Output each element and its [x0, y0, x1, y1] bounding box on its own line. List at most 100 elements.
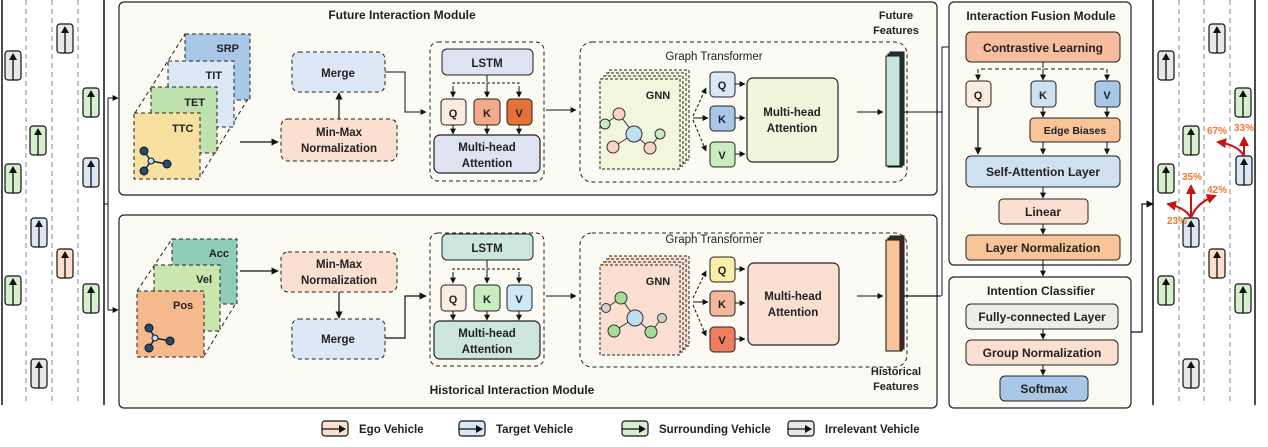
- svg-text:Q: Q: [449, 294, 458, 306]
- svg-text:LSTM: LSTM: [471, 58, 502, 70]
- historical-gnn-stack: GNN: [599, 255, 690, 356]
- svg-text:Q: Q: [449, 108, 458, 120]
- target2-intention-arrows: 67% 33%: [1207, 123, 1254, 157]
- svg-text:Vel: Vel: [196, 274, 212, 286]
- left-arrow: [1166, 200, 1192, 219]
- group-normalization: [965, 339, 1119, 366]
- softmax: [999, 375, 1089, 402]
- svg-text:Linear: Linear: [1025, 205, 1061, 219]
- irrelevant-vehicle-icon: [56, 23, 74, 54]
- svg-text:SRP: SRP: [216, 43, 239, 55]
- irrelevant-vehicle-icon: [1208, 23, 1226, 54]
- svg-text:Merge: Merge: [321, 68, 355, 80]
- future-interaction-module: Future Interaction Module SRP TIT TET TT…: [118, 1, 940, 196]
- svg-text:V: V: [515, 294, 523, 306]
- legend-label: Ego Vehicle: [359, 424, 424, 436]
- svg-text:23%: 23%: [1167, 216, 1187, 227]
- graph-node-icon: [144, 323, 175, 353]
- legend: Ego Vehicle Target Vehicle Surrounding Veh…: [321, 420, 920, 437]
- future-features-tensor: [885, 51, 905, 168]
- svg-text:K: K: [1039, 90, 1047, 102]
- future-gt-mha: [746, 77, 839, 163]
- svg-text:Interaction Fusion Module: Interaction Fusion Module: [966, 9, 1116, 23]
- legend-label: Irrelevant Vehicle: [825, 424, 920, 436]
- svg-text:Graph Transformer: Graph Transformer: [665, 51, 762, 63]
- edge-biases: [1029, 117, 1121, 143]
- svg-text:Self-Attention Layer: Self-Attention Layer: [986, 165, 1100, 179]
- svg-text:Q: Q: [974, 90, 983, 102]
- svg-text:Edge Biases: Edge Biases: [1044, 125, 1107, 137]
- svg-text:Acc: Acc: [209, 248, 229, 260]
- svg-text:Q: Q: [718, 80, 727, 92]
- historical-minmax-normalization: [280, 251, 398, 293]
- legend-item-target: Target Vehicle: [458, 420, 573, 437]
- future-gnn-stack: GNN: [599, 69, 690, 170]
- legend-item-irrelevant: Irrelevant Vehicle: [787, 420, 920, 437]
- future-merge: [291, 51, 386, 93]
- surrounding-vehicle-icon: [1182, 125, 1200, 156]
- historical-feature-stack: Acc Vel Pos: [136, 238, 238, 358]
- legend-item-surrounding: Surrounding Vehicle: [621, 420, 771, 437]
- svg-text:42%: 42%: [1207, 185, 1227, 196]
- svg-text:Graph Transformer: Graph Transformer: [665, 234, 762, 246]
- irrelevant-vehicle-icon: [4, 50, 22, 81]
- input-connector: [104, 95, 119, 313]
- svg-text:Intention Classifier: Intention Classifier: [987, 284, 1095, 298]
- svg-text:Layer Normalization: Layer Normalization: [986, 241, 1101, 255]
- legend-label: Target Vehicle: [496, 424, 573, 436]
- svg-text:GNN: GNN: [646, 90, 671, 102]
- surrounding-vehicle-icon: [1157, 163, 1175, 194]
- legend-label: Surrounding Vehicle: [659, 424, 771, 436]
- historical-lstm-attention-block: [429, 232, 545, 367]
- future-lstm-mha: [433, 134, 541, 174]
- svg-text:Contrastive Learning: Contrastive Learning: [983, 41, 1103, 55]
- svg-text:V: V: [718, 335, 726, 347]
- output-connector: [1131, 200, 1154, 333]
- svg-text:K: K: [718, 114, 726, 126]
- svg-text:K: K: [483, 294, 491, 306]
- irrelevant-vehicle-icon: [30, 358, 48, 389]
- right-road-scene: 23% 35% 42% 67% 33%: [1152, 0, 1256, 405]
- svg-text:GNN: GNN: [646, 276, 671, 288]
- interaction-fusion-module: Interaction Fusion Module Contrastive Le…: [948, 1, 1132, 266]
- historical-interaction-module: Historical Interaction Module Acc Vel Po…: [118, 214, 941, 409]
- historical-graph-transformer: [579, 232, 908, 368]
- svg-text:Pos: Pos: [173, 300, 193, 312]
- graph-node-icon: [139, 146, 172, 176]
- svg-text:K: K: [483, 108, 491, 120]
- surrounding-vehicle-icon: [82, 87, 100, 118]
- surrounding-vehicle-icon: [4, 275, 22, 306]
- svg-text:V: V: [1103, 90, 1111, 102]
- historical-module-title: Historical Interaction Module: [430, 383, 595, 397]
- ego-vehicle-icon: [1208, 248, 1226, 279]
- svg-text:TET: TET: [184, 97, 205, 109]
- svg-text:Softmax: Softmax: [1020, 382, 1068, 396]
- svg-text:Group Normalization: Group Normalization: [983, 346, 1102, 360]
- svg-text:V: V: [515, 108, 523, 120]
- fully-connected-layer: [965, 303, 1119, 330]
- target-vehicle-icon: [1235, 155, 1253, 186]
- surrounding-vehicle-icon: [1157, 275, 1175, 306]
- future-module-title: Future Interaction Module: [328, 8, 476, 22]
- surrounding-vehicle-icon: [82, 283, 100, 314]
- left-road-scene: [1, 0, 105, 405]
- surrounding-vehicle-icon: [4, 163, 22, 194]
- irrelevant-vehicle-icon: [1157, 50, 1175, 81]
- svg-text:K: K: [718, 299, 726, 311]
- right-arrow: [1190, 194, 1217, 219]
- target1-intention-arrows: 23% 35% 42%: [1166, 172, 1227, 227]
- future-lstm-attention-block: [429, 41, 545, 182]
- legend-item-ego: Ego Vehicle: [321, 420, 424, 437]
- intention-classifier: Intention Classifier Fully-connected Lay…: [948, 276, 1132, 409]
- svg-text:V: V: [718, 150, 726, 162]
- surrounding-vehicle-icon: [1234, 87, 1252, 118]
- future-feature-stack: SRP TIT TET TTC: [133, 33, 251, 181]
- surrounding-vehicle-icon: [29, 125, 47, 156]
- historical-lstm-mha: [433, 320, 541, 360]
